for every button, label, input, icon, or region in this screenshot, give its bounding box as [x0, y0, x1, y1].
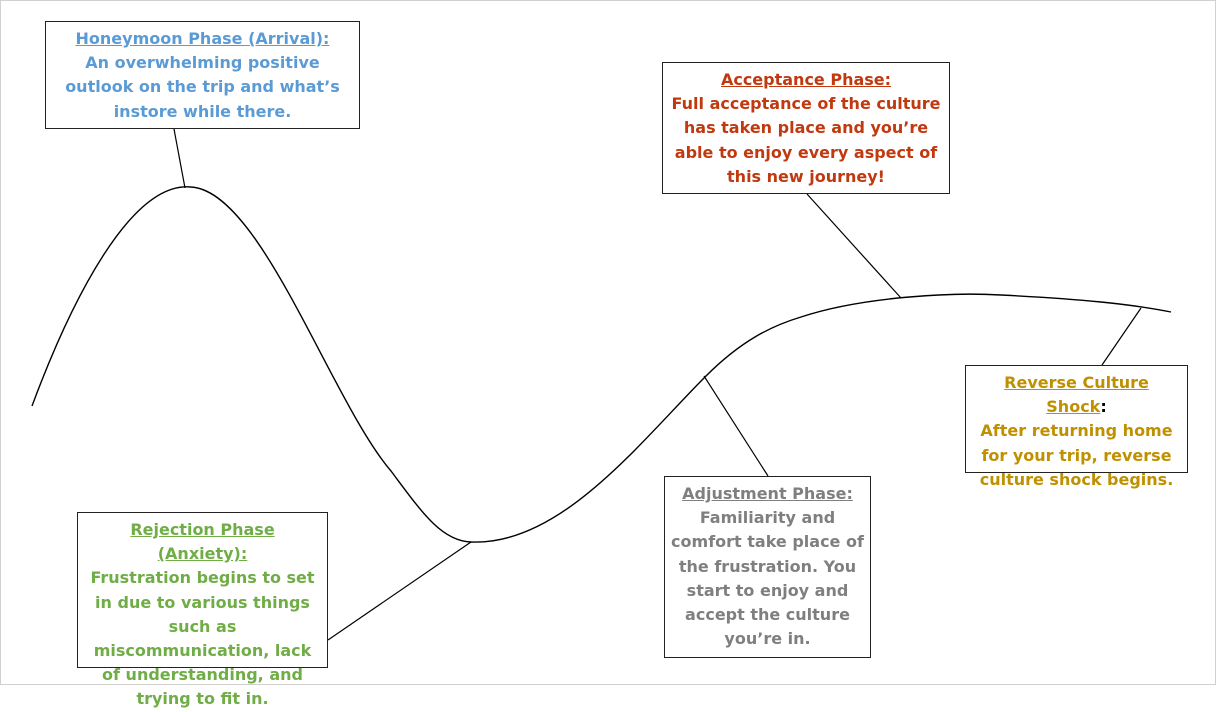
honeymoon-phase-title: Honeymoon Phase (Arrival):: [75, 29, 330, 48]
culture-shock-curve: [31, 186, 1172, 543]
rejection-connector-line: [327, 541, 472, 641]
acceptance-connector-line: [806, 193, 902, 299]
honeymoon-connector-line: [173, 128, 186, 189]
adjustment-phase-box: Adjustment Phase: Familiarity and comfor…: [664, 476, 871, 658]
acceptance-phase-description: Full acceptance of the culture has taken…: [671, 94, 941, 186]
reverse-culture-shock-title: Reverse Culture Shock: [1004, 373, 1149, 417]
culture-shock-curve-diagram: [31, 128, 1172, 641]
honeymoon-phase-description: An overwhelming positive outlook on the …: [65, 53, 340, 121]
reverse-culture-shock-colon: :: [1100, 397, 1107, 417]
rejection-phase-box: Rejection Phase (Anxiety): Frustration b…: [77, 512, 328, 708]
acceptance-phase-title: Acceptance Phase:: [720, 70, 892, 89]
rejection-phase-description: Frustration begins to set in due to vari…: [90, 568, 315, 709]
adjustment-phase-description: Familiarity and comfort take place of th…: [671, 508, 864, 649]
reverse-culture-shock-description: After returning home for your trip, reve…: [979, 421, 1174, 489]
reverse-connector-line: [1101, 307, 1142, 366]
rejection-phase-title: Rejection Phase (Anxiety):: [130, 520, 275, 564]
adjustment-phase-title: Adjustment Phase:: [682, 484, 853, 503]
reverse-culture-shock-box: Reverse Culture Shock: After returning h…: [965, 365, 1188, 489]
honeymoon-phase-box: Honeymoon Phase (Arrival): An overwhelmi…: [45, 21, 360, 129]
adjustment-connector-line: [703, 375, 769, 477]
acceptance-phase-box: Acceptance Phase: Full acceptance of the…: [662, 62, 950, 194]
